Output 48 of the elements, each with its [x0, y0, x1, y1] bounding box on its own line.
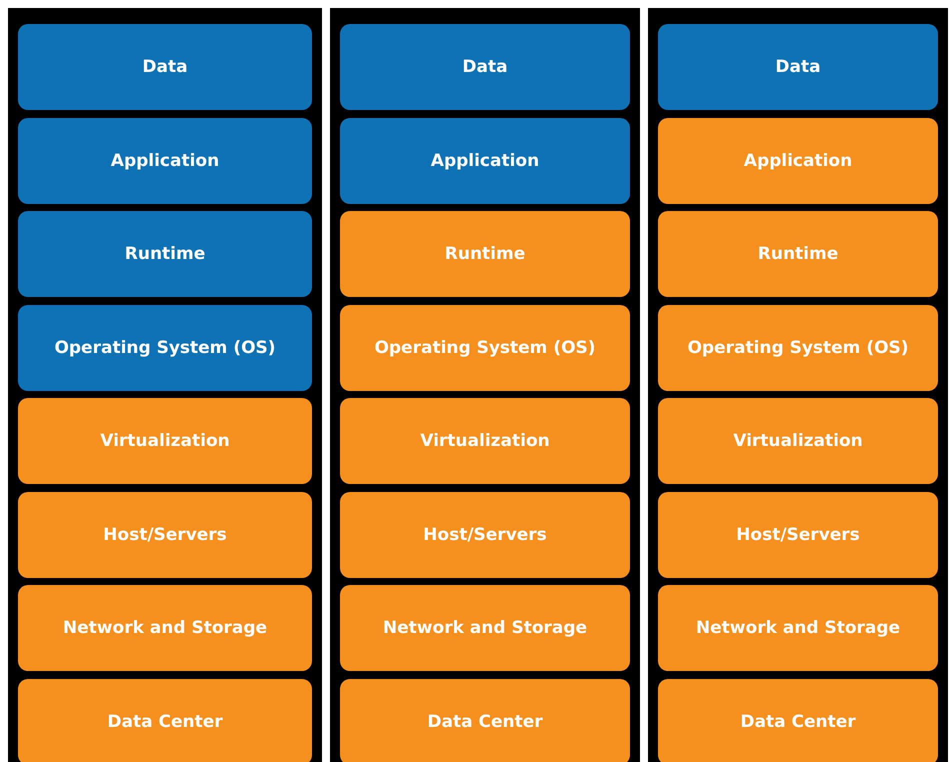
layer-label: Host/Servers — [736, 524, 860, 544]
layer-label: Network and Storage — [382, 618, 588, 638]
layer-box — [340, 585, 630, 671]
layer-label: Data Center — [107, 712, 223, 732]
layer-label: Operating System (OS) — [687, 338, 909, 358]
layer-box — [340, 398, 630, 484]
layer-box — [658, 492, 938, 578]
layer-box — [340, 678, 630, 762]
layer-label: Operating System (OS) — [374, 338, 596, 358]
layer-box — [658, 24, 938, 110]
layer-label: Data — [142, 57, 188, 77]
layer-label: Application — [744, 150, 852, 170]
layer-box — [18, 398, 312, 484]
layer-label: Virtualization — [733, 431, 863, 451]
layer-box — [658, 585, 938, 671]
layer-label: Virtualization — [420, 431, 550, 451]
layer-label: Runtime — [124, 244, 206, 264]
layer-label: Runtime — [444, 244, 526, 264]
layer-label: Runtime — [758, 244, 838, 264]
layer-label: Data — [462, 57, 508, 77]
layer-label: Network and Storage — [62, 618, 268, 638]
layer-label: Application — [430, 150, 540, 170]
layer-box — [340, 24, 630, 110]
layer-box — [658, 118, 938, 204]
layer-box — [658, 398, 938, 484]
layer-label: Host/Servers — [423, 524, 547, 544]
layer-box — [18, 304, 312, 390]
layer-label: Virtualization — [100, 431, 230, 451]
layer-box — [340, 492, 630, 578]
layer-box — [18, 678, 312, 762]
layer-box — [18, 585, 312, 671]
layer-box — [658, 678, 938, 762]
layer-box — [18, 24, 312, 110]
layer-box — [658, 211, 938, 297]
layer-box — [18, 492, 312, 578]
layer-label: Data Center — [740, 712, 856, 732]
layer-box — [340, 118, 630, 204]
layer-box — [340, 304, 630, 390]
layer-label: Operating System (OS) — [54, 338, 276, 358]
layer-box — [18, 118, 312, 204]
layer-label: Data Center — [427, 712, 543, 732]
layer-box — [658, 304, 938, 390]
layer-box — [18, 211, 312, 297]
layer-label: Data — [775, 57, 821, 77]
layer-label: Application — [110, 150, 220, 170]
layer-label: Host/Servers — [103, 524, 227, 544]
layer-label: Network and Storage — [696, 618, 900, 638]
layer-box — [340, 211, 630, 297]
